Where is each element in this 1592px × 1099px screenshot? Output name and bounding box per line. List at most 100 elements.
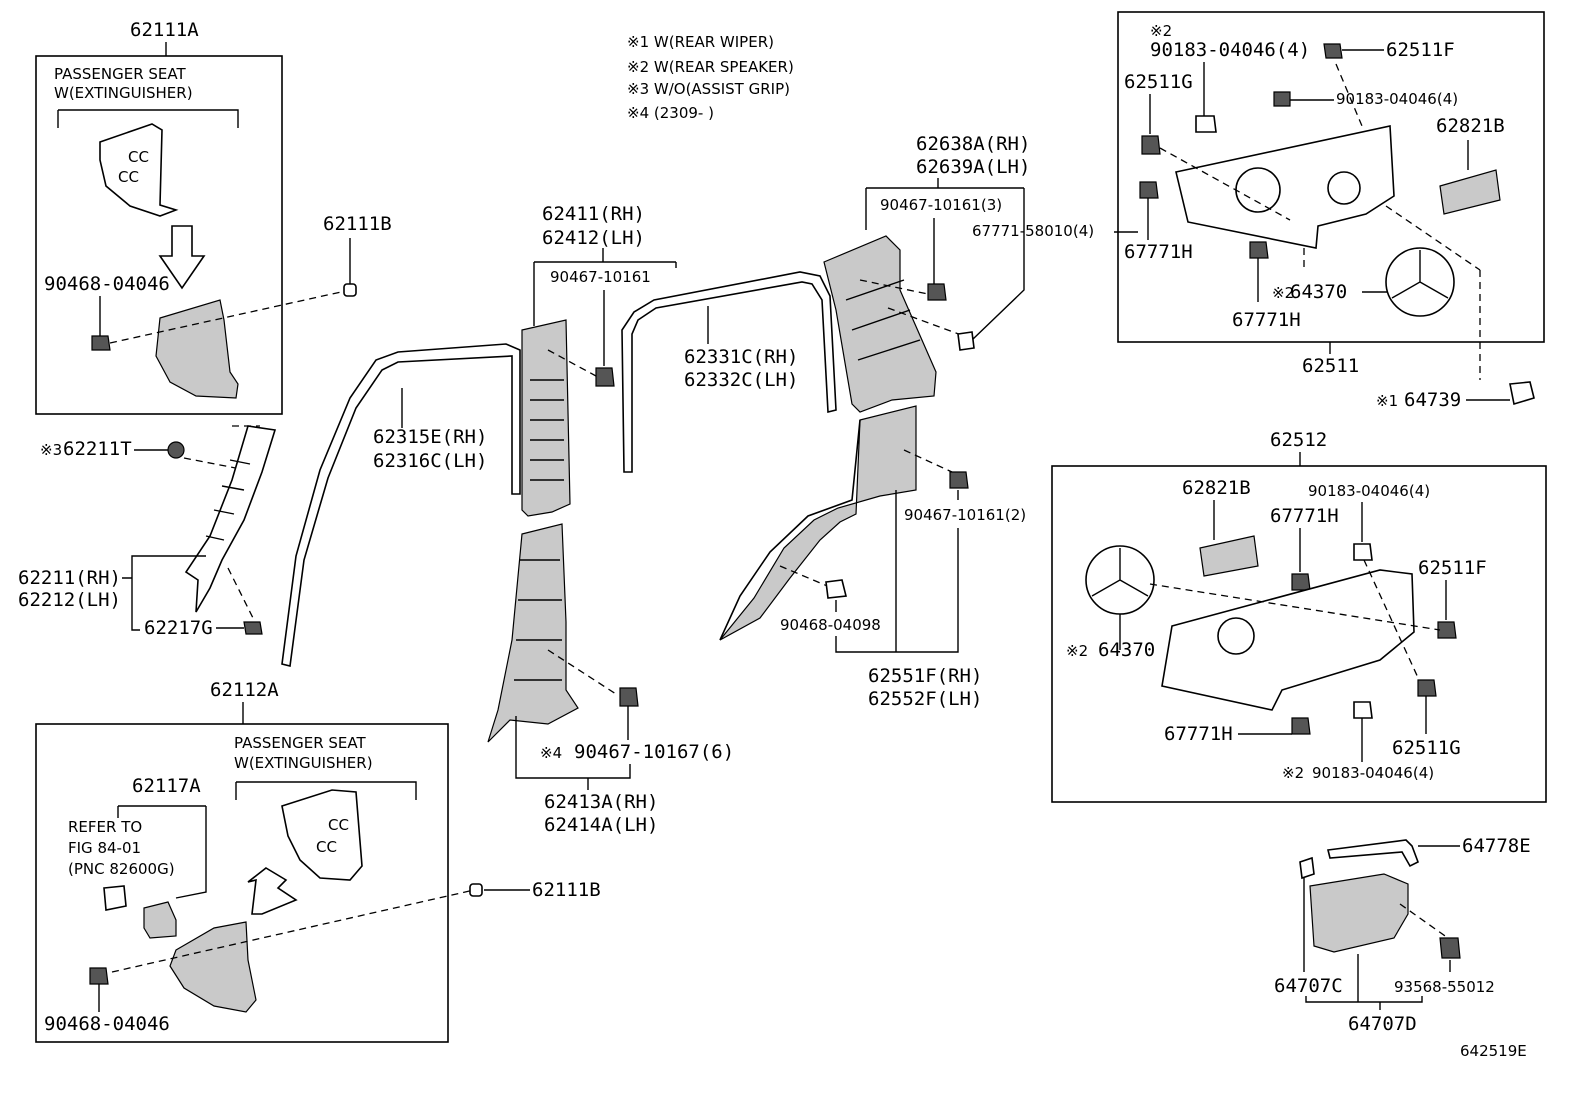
clip-62111B-top xyxy=(343,283,357,297)
note-rear-speaker: ※2 W(REAR SPEAKER) xyxy=(627,58,794,76)
r-62821B-a: 62821B xyxy=(1436,115,1505,137)
s-64370: 64370 xyxy=(1098,639,1155,661)
svg-text:CC: CC xyxy=(118,168,139,186)
note-assist-grip: ※3 W/O(ASSIST GRIP) xyxy=(627,80,790,98)
s-62511F: 62511F xyxy=(1418,557,1487,579)
grille-62821B-a xyxy=(1439,169,1501,215)
direction-arrow xyxy=(158,225,206,290)
label-62552F: 62552F(LH) xyxy=(868,688,982,710)
box-62111A-sub1: PASSENGER SEAT xyxy=(54,65,186,83)
label-refer-3: (PNC 82600G) xyxy=(68,860,175,878)
pillar-62211: 62211T ※3 62211(RH) 62212(LH) 62217G xyxy=(18,425,277,639)
clip-90468-b xyxy=(89,967,109,985)
label-90468-04098: 90468-04098 xyxy=(780,616,881,634)
label-64707D: 64707D xyxy=(1348,1013,1417,1035)
label-62111B-top: 62111B xyxy=(323,213,392,235)
clip-62217G xyxy=(243,621,263,635)
r-64739: 64739 xyxy=(1404,389,1461,411)
box-62112A: 62112A PASSENGER SEAT W(EXTINGUISHER) 62… xyxy=(35,679,475,1043)
label-62217G: 62217G xyxy=(144,617,213,639)
notes-legend: ※1 W(REAR WIPER) ※2 W(REAR SPEAKER) ※3 W… xyxy=(627,33,794,122)
svg-text:CC: CC xyxy=(316,838,337,856)
box-62511-title: 62511 xyxy=(1302,355,1359,377)
s-90183-d: 90183-04046(4) xyxy=(1312,764,1434,782)
label-62212-lh: 62212(LH) xyxy=(18,589,121,611)
weatherstrip-62315E: 62315E(RH) 62316C(LH) xyxy=(281,343,521,667)
direction-arrow-2 xyxy=(247,867,298,915)
clip-62111B-bot xyxy=(469,883,483,897)
label-62414A: 62414A(LH) xyxy=(544,814,658,836)
trim-panel-lower xyxy=(155,299,239,399)
box-62111A-title: 62111A xyxy=(130,19,199,41)
storage-64707: 64778E 93568-55012 64707C 64707D xyxy=(1274,835,1531,1035)
box-62512-title: 62512 xyxy=(1270,429,1327,451)
label-64778E: 64778E xyxy=(1462,835,1531,857)
label-62331C: 62331C(RH) xyxy=(684,346,798,368)
label-62117A: 62117A xyxy=(132,775,201,797)
label-67771-58010: 67771-58010(4) xyxy=(972,222,1094,240)
box-62511: ※2 90183-04046(4) 62511F 62511G 90183-04… xyxy=(1117,11,1545,411)
tray-64707C xyxy=(1309,873,1409,953)
pillar-62638A: 62638A(RH) 62639A(LH) 90467-10161(3) 677… xyxy=(823,133,1138,413)
svg-text:CC: CC xyxy=(328,816,349,834)
figure-id: 642519E xyxy=(1460,1042,1527,1060)
label-64707C: 64707C xyxy=(1274,975,1343,997)
note-rear-wiper: ※1 W(REAR WIPER) xyxy=(627,33,774,51)
trim-panel-extinguisher-upper xyxy=(99,123,179,217)
clip-90467-10161-2 xyxy=(949,471,969,489)
mark-2-d: ※2 xyxy=(1282,764,1304,782)
quarter-trim-62551F: 90467-10161(2) 90468-04098 62551F(RH) 62… xyxy=(719,405,1026,710)
box-62112A-sub1: PASSENGER SEAT xyxy=(234,734,366,752)
mark-2-a: ※2 xyxy=(1150,22,1172,40)
grille-62821B-b xyxy=(1199,535,1259,577)
label-90467-10161: 90467-10161 xyxy=(550,268,651,286)
r-67771H-b: 67771H xyxy=(1232,309,1301,331)
clip-90467-10167 xyxy=(619,687,639,707)
screw-62211T xyxy=(167,441,185,459)
label-62639A: 62639A(LH) xyxy=(916,156,1030,178)
s-67771H-d: 67771H xyxy=(1164,723,1233,745)
mark-2-c: ※2 xyxy=(1066,642,1088,660)
r-67771H-a: 67771H xyxy=(1124,241,1193,263)
r-64370-a: 64370 xyxy=(1290,281,1347,303)
r-62511G-a: 62511G xyxy=(1124,71,1193,93)
label-refer-1: REFER TO xyxy=(68,818,142,836)
part-64778E xyxy=(1327,839,1420,868)
label-93568: 93568-55012 xyxy=(1394,978,1495,996)
s-62821B: 62821B xyxy=(1182,477,1251,499)
box-62111A-sub2: W(EXTINGUISHER) xyxy=(54,84,193,102)
s-90183-c: 90183-04046(4) xyxy=(1308,482,1430,500)
label-62412: 62412(LH) xyxy=(542,227,645,249)
label-62315E: 62315E(RH) xyxy=(373,426,487,448)
clip-67771-58010 xyxy=(957,331,975,351)
label-62413A: 62413A(RH) xyxy=(544,791,658,813)
label-62211T: 62211T xyxy=(63,438,132,460)
label-62111B-bot: 62111B xyxy=(532,879,601,901)
label-90467-10161-3: 90467-10161(3) xyxy=(880,196,1002,214)
label-90468-04046-a: 90468-04046 xyxy=(44,273,170,295)
label-90467-10161-2: 90467-10161(2) xyxy=(904,506,1026,524)
clip-90468-04098 xyxy=(825,579,847,599)
box-62112A-title: 62112A xyxy=(210,679,279,701)
svg-text:CC: CC xyxy=(128,148,149,166)
label-62638A: 62638A(RH) xyxy=(916,133,1030,155)
box-62512: 62512 62821B 90183-04046(4) 67771H 62511… xyxy=(1051,429,1547,803)
label-62316C: 62316C(LH) xyxy=(373,450,487,472)
clip-90467-10161-3 xyxy=(927,283,947,301)
mark-4: ※4 xyxy=(540,744,562,762)
mark-3: ※3 xyxy=(40,441,62,459)
r-90183-b: 90183-04046(4) xyxy=(1336,90,1458,108)
s-67771H-c: 67771H xyxy=(1270,505,1339,527)
pillar-62413A: ※4 90467-10167(6) 62413A(RH) 62414A(LH) xyxy=(487,523,734,836)
clip-90467-10161 xyxy=(595,367,615,387)
weatherstrip-62331C: 62331C(RH) 62332C(LH) xyxy=(621,271,837,473)
screw-93568 xyxy=(1439,937,1461,959)
mark-1: ※1 xyxy=(1376,392,1398,410)
mark-2-b: ※2 xyxy=(1272,284,1294,302)
box-62112A-sub2: W(EXTINGUISHER) xyxy=(234,754,373,772)
pillar-62411: 62411(RH) 62412(LH) 90467-10161 xyxy=(521,203,677,517)
label-90468-04046-b: 90468-04046 xyxy=(44,1013,170,1035)
r-62511F-a: 62511F xyxy=(1386,39,1455,61)
note-date-range: ※4 (2309- ) xyxy=(627,104,714,122)
